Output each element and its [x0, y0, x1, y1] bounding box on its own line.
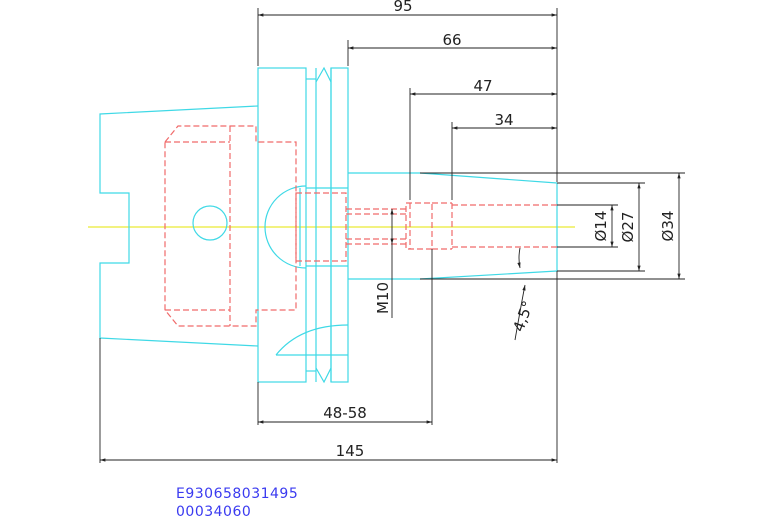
dimension-lines: [99, 8, 685, 463]
dim-145: 145: [336, 442, 365, 460]
drive-hole: [192, 205, 228, 241]
dim-47: 47: [473, 77, 492, 95]
taper-shank: [99, 105, 259, 347]
flange: [257, 67, 307, 383]
tool-body-outline: [99, 66, 558, 384]
dim-m10: M10: [374, 282, 392, 314]
dim-taper-angle: 4,5°: [509, 298, 537, 334]
secondary-number: 00034060: [176, 504, 252, 520]
dim-dia-14: Ø14: [592, 211, 610, 242]
dim-48-58: 48-58: [323, 404, 367, 422]
dim-dia-27: Ø27: [619, 212, 637, 243]
part-number: E930658031495: [176, 486, 299, 502]
hidden-lines: [164, 125, 557, 327]
dim-dia-34: Ø34: [659, 211, 677, 242]
dim-66: 66: [442, 31, 461, 49]
dim-34: 34: [494, 111, 513, 129]
dim-95: 95: [393, 0, 412, 15]
